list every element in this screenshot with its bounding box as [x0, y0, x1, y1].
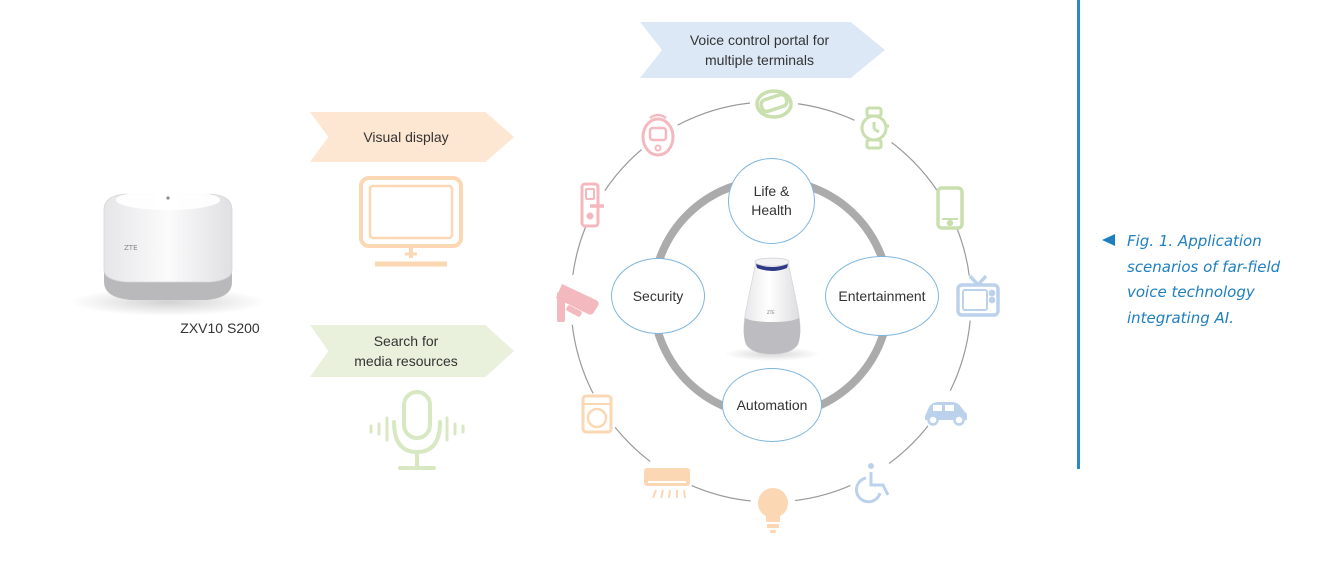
search-media-banner: Search for media resources	[310, 325, 514, 377]
visual-display-label: Visual display	[363, 129, 449, 145]
wheelchair-icon	[854, 463, 890, 504]
monitor-icon	[359, 176, 463, 267]
security-bubble: Security	[611, 258, 705, 334]
device-label: ZXV10 S200	[180, 320, 260, 336]
car-icon	[925, 402, 967, 426]
search-media-label: Search for media resources	[354, 333, 458, 369]
svg-text:ZTE: ZTE	[767, 310, 775, 315]
smart-speaker-image: ZTE	[724, 257, 820, 361]
figure-caption: Fig. 1. Application scenarios of far-fie…	[1127, 232, 1281, 327]
air-conditioner-icon	[644, 468, 690, 499]
light-bulb-icon	[758, 488, 788, 533]
smartwatch-icon	[860, 106, 889, 150]
washing-machine-icon	[581, 394, 613, 434]
automation-label: Automation	[736, 396, 808, 413]
automation-bubble: Automation	[722, 368, 822, 442]
voice-portal-label: Voice control portal for multiple termin…	[689, 32, 830, 68]
entertainment-label: Entertainment	[838, 287, 926, 304]
life-health-label: Life & Health	[751, 183, 792, 218]
smartphone-icon	[936, 186, 964, 230]
voice-portal-banner: Voice control portal for multiple termin…	[640, 22, 885, 78]
security-label: Security	[632, 287, 684, 304]
terminal-ring-diagram	[554, 80, 1002, 534]
caption-divider	[1077, 0, 1080, 469]
svg-text:ZTE: ZTE	[124, 244, 138, 252]
life-health-bubble: Life & Health	[728, 158, 815, 244]
fitness-band-icon	[755, 89, 793, 119]
entertainment-bubble: Entertainment	[825, 256, 939, 336]
visual-display-banner: Visual display	[310, 112, 514, 162]
tv-icon	[956, 274, 1000, 317]
security-camera-icon	[556, 284, 599, 322]
caption-pointer-icon	[1102, 234, 1115, 246]
robot-vacuum-icon	[641, 113, 675, 157]
zxv10-s200-device-image: ZTE	[70, 190, 266, 316]
microphone-icon	[369, 390, 465, 470]
door-lock-icon	[580, 182, 604, 228]
